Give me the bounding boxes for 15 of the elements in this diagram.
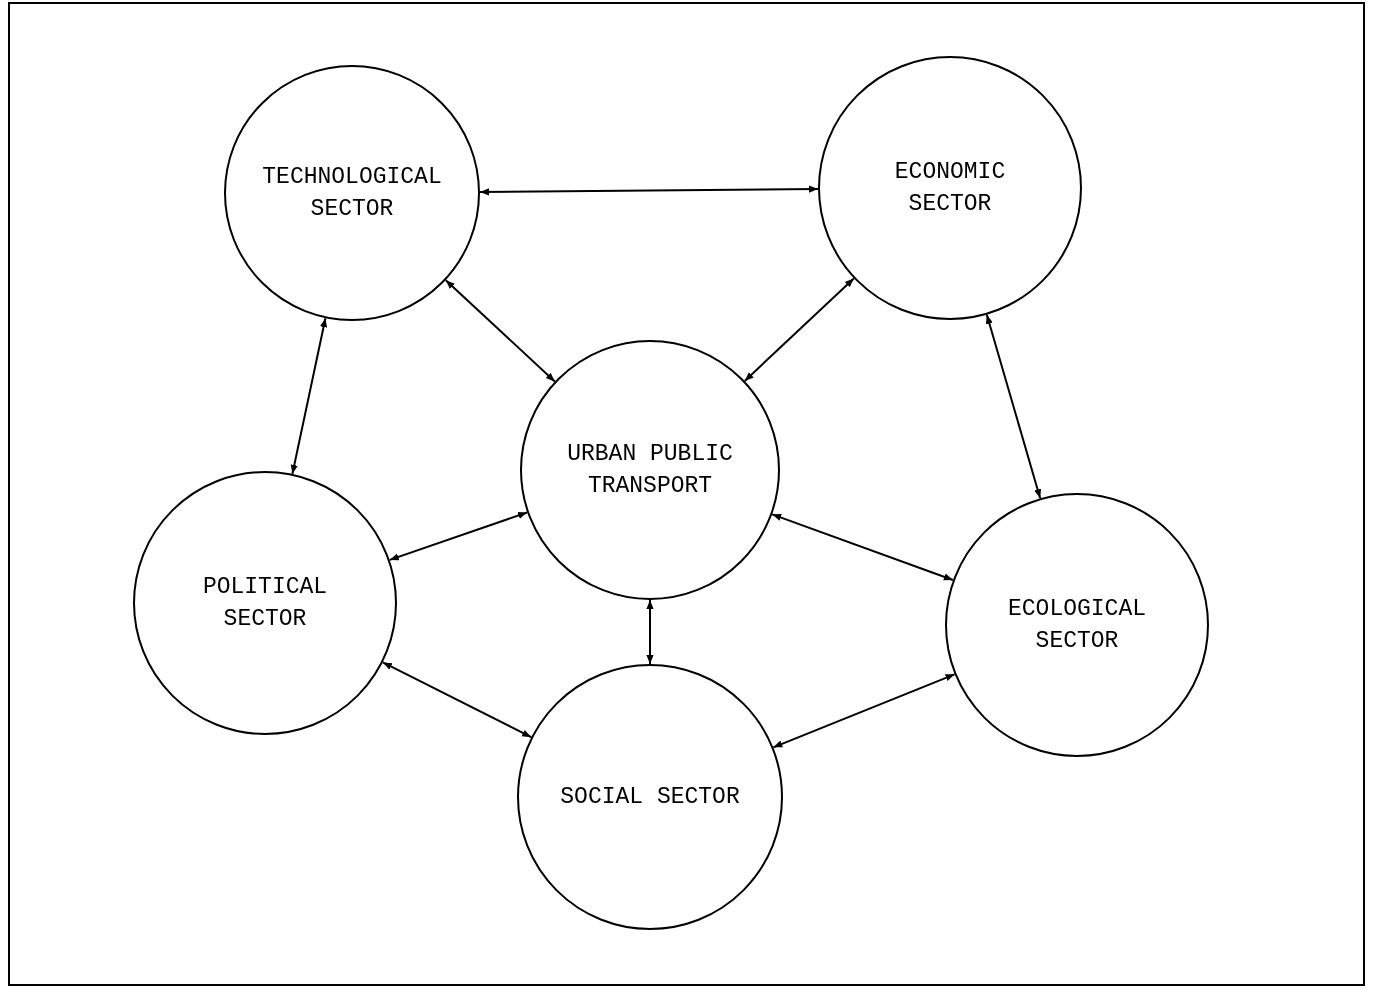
sector-label: URBAN PUBLIC TRANSPORT: [566, 440, 734, 501]
sector-label: POLITICAL SECTOR: [201, 573, 329, 634]
sector-label: ECOLOGICAL SECTOR: [1007, 595, 1147, 656]
double-arrow: [772, 673, 956, 749]
double-arrow: [479, 185, 819, 196]
double-arrow: [985, 313, 1042, 500]
double-arrow: [381, 661, 533, 739]
sector-label: ECONOMIC SECTOR: [893, 158, 1007, 219]
double-arrow: [646, 599, 654, 665]
double-arrow: [771, 513, 954, 581]
sector-label: TECHNOLOGICAL SECTOR: [261, 163, 443, 224]
double-arrow: [388, 511, 529, 561]
double-arrow: [743, 277, 855, 382]
double-arrow: [444, 279, 556, 383]
sector-label: SOCIAL SECTOR: [559, 783, 741, 812]
